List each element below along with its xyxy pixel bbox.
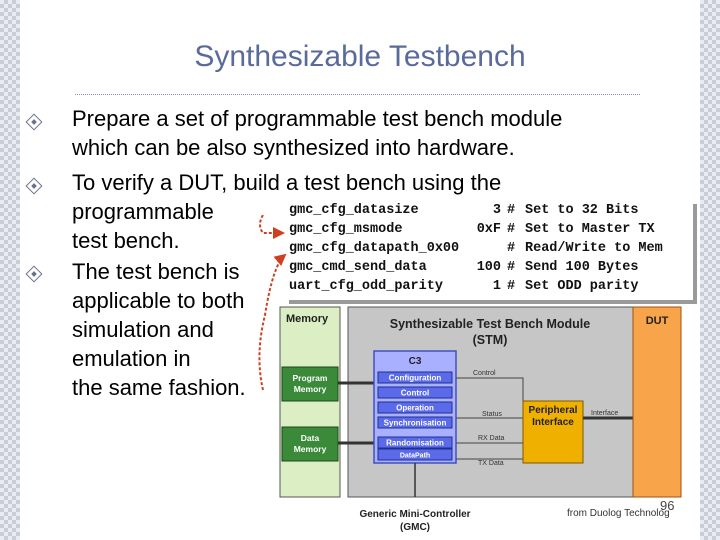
random-label: Randomisation bbox=[386, 439, 444, 448]
code-comment: Send 100 Bytes bbox=[525, 260, 639, 275]
code-name: gmc_cfg_datasize bbox=[289, 203, 419, 218]
code-hash: # bbox=[507, 222, 516, 237]
bullet-1: Prepare a set of programmable test bench… bbox=[72, 104, 562, 162]
peripheral-label: Interface bbox=[532, 417, 574, 428]
data-memory-label: Data bbox=[301, 433, 320, 443]
code-hash: # bbox=[507, 203, 516, 218]
bullet-line: programmable bbox=[72, 199, 214, 224]
control-block bbox=[377, 386, 453, 399]
bullet-diamond-icon bbox=[25, 265, 43, 283]
right-decorative-border bbox=[700, 0, 720, 540]
memory-label: Memory bbox=[286, 313, 329, 325]
program-memory-label: Program bbox=[293, 373, 328, 383]
bullet-line: applicable to both bbox=[72, 288, 245, 313]
bullet-3: The test bench is applicable to both sim… bbox=[72, 257, 246, 402]
code-name: gmc_cfg_msmode bbox=[289, 222, 403, 237]
code-comment: Set to Master TX bbox=[525, 222, 655, 237]
code-name: gmc_cfg_datapath_0x00 bbox=[289, 241, 460, 256]
code-hash: # bbox=[507, 241, 516, 256]
bullet-diamond-icon bbox=[25, 177, 43, 195]
dut-block bbox=[632, 306, 682, 498]
code-value: 100 bbox=[476, 260, 501, 275]
interface-signal-label: Interface bbox=[591, 410, 618, 417]
program-memory-block bbox=[281, 366, 339, 402]
stm-block-diagram: Memory Program Memory Data Memory Synthe… bbox=[279, 306, 682, 533]
gmc-sublabel: (GMC) bbox=[400, 522, 430, 533]
code-comment: Read/Write to Mem bbox=[525, 241, 663, 256]
bullet-line: the same fashion. bbox=[72, 375, 246, 400]
sync-block bbox=[377, 416, 453, 429]
random-block bbox=[377, 436, 453, 449]
slide-title: Synthesizable Testbench bbox=[194, 40, 526, 73]
bullet-line: test bench. bbox=[72, 228, 180, 253]
program-memory-label: Memory bbox=[294, 384, 327, 394]
title-divider bbox=[75, 94, 640, 95]
operation-label: Operation bbox=[396, 404, 434, 413]
left-decorative-border bbox=[0, 0, 20, 540]
datapath-block bbox=[377, 448, 453, 461]
stm-title: Synthesizable Test Bench Module bbox=[390, 317, 591, 331]
code-value: 1 bbox=[492, 279, 501, 294]
code-value: 3 bbox=[492, 203, 501, 218]
control-label: Control bbox=[401, 389, 429, 398]
config-label: Configuration bbox=[389, 374, 442, 383]
arrow-to-code bbox=[259, 215, 285, 239]
code-name: uart_cfg_odd_parity bbox=[289, 279, 443, 294]
bullet-line: emulation in bbox=[72, 346, 191, 371]
tx-signal-label: TX Data bbox=[478, 460, 504, 467]
bullet-line: which can be also synthesized into hardw… bbox=[72, 135, 515, 160]
bullet-line: To verify a DUT, build a test bench usin… bbox=[72, 170, 502, 195]
config-code-box: gmc_cfg_datasize 3 # Set to 32 Bits gmc_… bbox=[285, 200, 693, 300]
code-comment: Set to 32 Bits bbox=[525, 203, 639, 218]
bullet-line: The test bench is bbox=[72, 259, 240, 284]
c3-label: C3 bbox=[409, 356, 422, 367]
code-name: gmc_cmd_send_data bbox=[289, 260, 427, 275]
code-value: 0xF bbox=[476, 222, 501, 237]
gmc-label: Generic Mini-Controller bbox=[359, 509, 470, 520]
code-hash: # bbox=[507, 279, 516, 294]
bullet-diamond-icon bbox=[25, 113, 43, 131]
rx-signal-label: RX Data bbox=[478, 435, 505, 442]
page-number: 96 bbox=[660, 498, 675, 513]
code-comment: Set ODD parity bbox=[525, 279, 639, 294]
data-memory-label: Memory bbox=[294, 444, 327, 454]
code-hash: # bbox=[507, 260, 516, 275]
control-signal-label: Control bbox=[473, 370, 496, 377]
peripheral-label: Peripheral bbox=[529, 405, 578, 416]
peripheral-interface-block bbox=[522, 400, 584, 464]
data-memory-block bbox=[281, 426, 339, 462]
source-credit: from Duolog Technolog bbox=[567, 508, 670, 519]
pointer-arrows bbox=[258, 215, 287, 391]
bullet-line: simulation and bbox=[72, 317, 214, 342]
status-signal-label: Status bbox=[482, 411, 502, 418]
datapath-label: DataPath bbox=[400, 453, 430, 460]
config-block bbox=[377, 371, 453, 384]
bullet-2: To verify a DUT, build a test bench usin… bbox=[72, 168, 501, 255]
bullet-line: Prepare a set of programmable test bench… bbox=[72, 106, 563, 131]
memory-region bbox=[279, 306, 341, 498]
control-signal-line bbox=[456, 377, 524, 403]
arrow-to-diagram bbox=[258, 253, 287, 391]
sync-label: Synchronisation bbox=[384, 419, 447, 428]
operation-block bbox=[377, 401, 453, 414]
dut-label: DUT bbox=[646, 315, 669, 327]
stm-subtitle: (STM) bbox=[473, 333, 508, 347]
